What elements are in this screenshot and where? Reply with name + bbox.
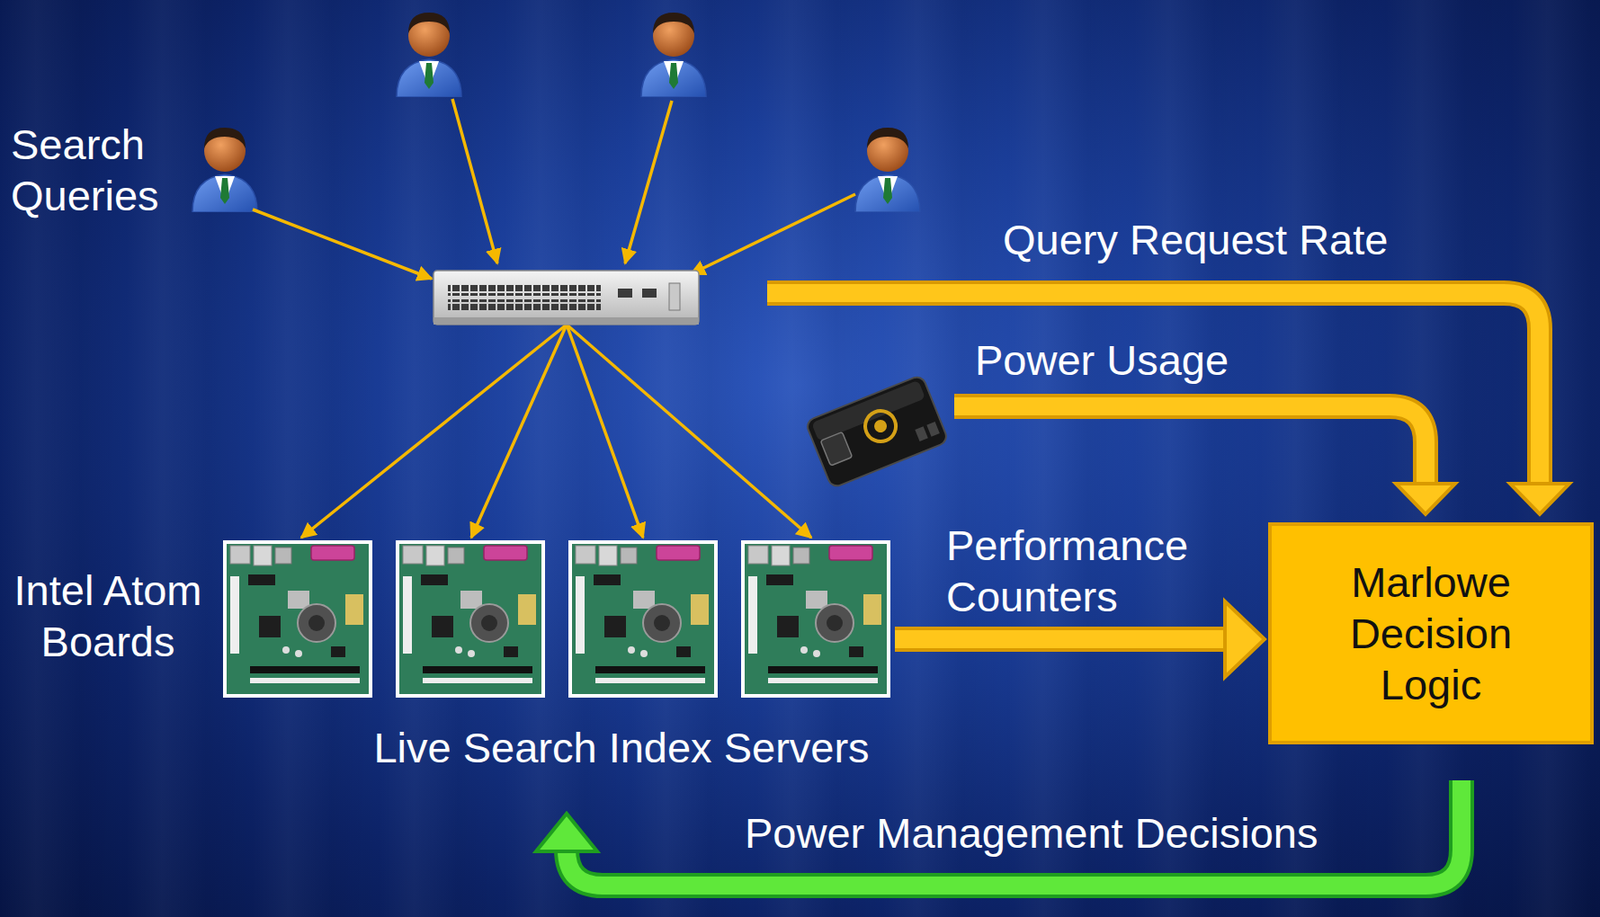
query-arrows (252, 98, 856, 538)
diagram-label: Live Search Index Servers (373, 722, 869, 774)
label-box: Performance Counters (946, 519, 1209, 623)
label-box: Search Queries (10, 118, 173, 222)
diagram-label: Query Request Rate (1002, 214, 1388, 266)
label-box: Intel Atom Boards (3, 564, 213, 668)
diagram-label: Intel Atom Boards (3, 564, 213, 668)
label-box: Query Request Rate (1002, 214, 1388, 266)
feedback-arrow (536, 780, 1462, 886)
atom-board (223, 540, 373, 698)
diagram-label: Power Management Decisions (744, 807, 1318, 859)
atom-board (568, 540, 718, 698)
diagram-label: Search Queries (10, 118, 173, 222)
power-meter (804, 375, 949, 490)
node-label: Marlowe Decision Logic (1331, 556, 1531, 711)
label-box: Power Usage (974, 334, 1229, 386)
diagram-label: Power Usage (974, 334, 1229, 386)
atom-board (395, 540, 546, 698)
network-switch (433, 270, 699, 325)
label-box: Live Search Index Servers (373, 722, 869, 774)
diagram-label: Performance Counters (946, 519, 1209, 623)
user-icon (396, 12, 462, 98)
decision-box: Marlowe Decision Logic (1268, 522, 1594, 745)
user-icon (855, 127, 921, 213)
user-icon (192, 127, 258, 213)
user-icon (641, 12, 707, 98)
label-box: Power Management Decisions (744, 807, 1318, 859)
atom-board (741, 540, 891, 698)
